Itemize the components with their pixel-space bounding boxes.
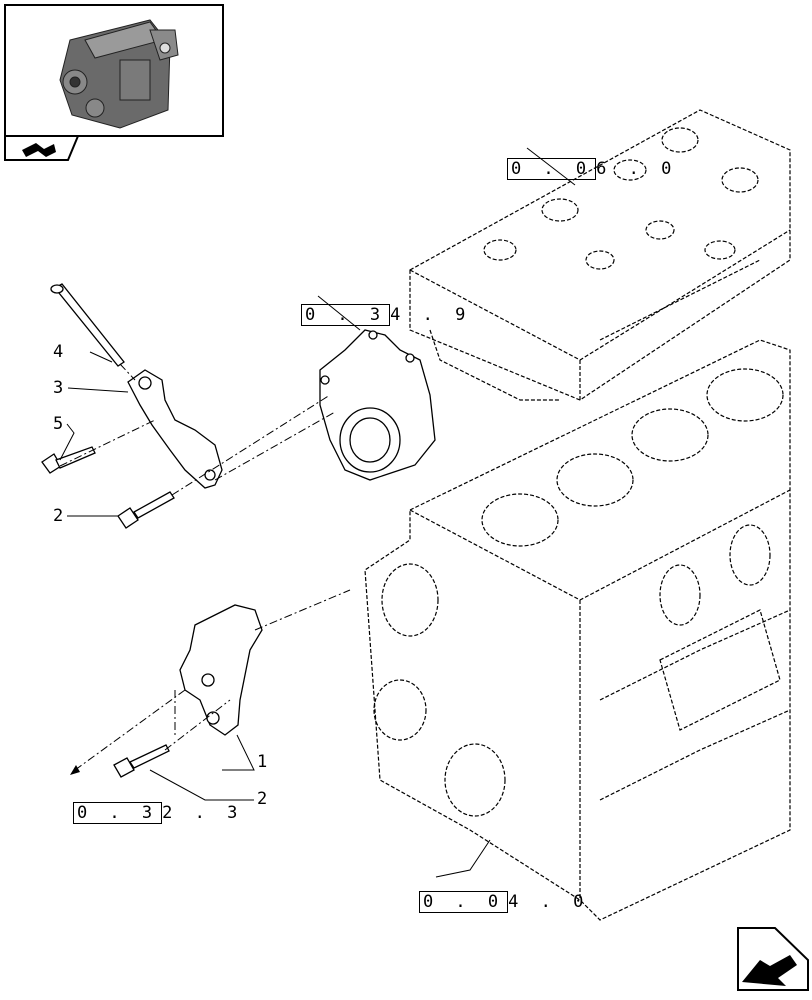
part-2-bolt-lower: [113, 744, 170, 778]
engine-thumbnail[interactable]: [4, 4, 224, 137]
ref-tail: 4 . 0: [508, 892, 590, 912]
callout-5: 5: [53, 414, 64, 434]
callout-2-upper: 2: [53, 506, 64, 526]
ref-tail: 2 . 3: [162, 803, 244, 823]
next-page-arrow-icon[interactable]: [737, 927, 809, 991]
ref-box: 0 . 3: [72, 802, 163, 824]
part-2-bolt-upper: [117, 491, 175, 529]
part-1-bracket: [179, 604, 263, 736]
callout-1: 1: [257, 752, 268, 772]
callout-2-lower: 2: [257, 789, 268, 809]
ref-box: 0 . 0: [506, 158, 597, 180]
ref-tail: 6 . 0: [596, 159, 678, 179]
part-4-bolt: [50, 283, 125, 367]
assembly-lines: [59, 363, 351, 771]
callout-4: 4: [53, 342, 64, 362]
nav-back-icon[interactable]: [4, 135, 80, 161]
ref-box: 0 . 0: [418, 891, 509, 913]
ref-tail: 4 . 9: [390, 305, 472, 325]
callout-3: 3: [53, 378, 64, 398]
pump-housing: [319, 329, 436, 481]
engine-block: [364, 339, 791, 921]
arrow-head-icon: [70, 765, 80, 775]
cylinder-head: [409, 109, 791, 401]
leader-lines: [59, 147, 576, 878]
part-5-bolt: [41, 446, 96, 474]
ref-box: 0 . 3: [300, 304, 391, 326]
part-3-bracket: [127, 369, 223, 489]
engine-thumbnail-icon: [59, 19, 179, 129]
